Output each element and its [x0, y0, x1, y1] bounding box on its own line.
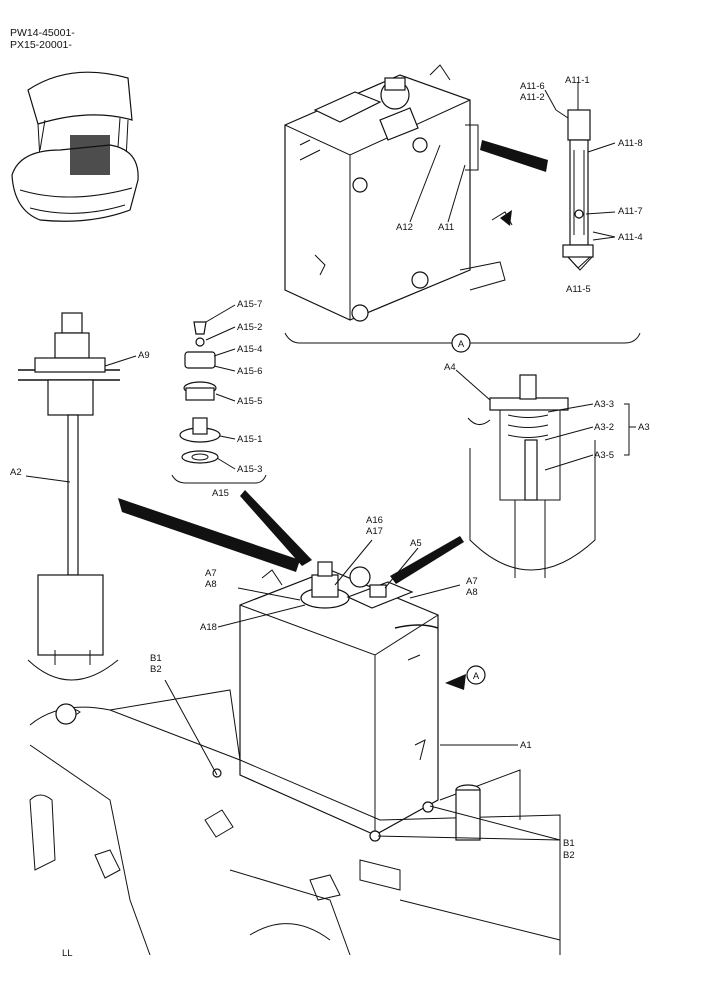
tank-top-view — [284, 64, 548, 322]
view-a-circle-top — [451, 333, 471, 353]
label-a3-5: A3-5 — [594, 450, 614, 461]
label-a7-left: A7 — [205, 568, 217, 579]
label-a15-4: A15-4 — [237, 344, 262, 355]
label-a9: A9 — [138, 350, 150, 361]
label-a18: A18 — [200, 622, 217, 633]
label-a7-right: A7 — [466, 576, 478, 587]
label-a15-7: A15-7 — [237, 299, 262, 310]
view-a-circle-side — [466, 665, 486, 685]
level-gauge-a11 — [555, 109, 594, 271]
model-code-1: PW14-45001- — [10, 27, 75, 39]
callout-labels: A11-6 A11-2 A11-1 A11-8 A11-7 A11-4 A11-… — [10, 75, 650, 861]
label-a11-8: A11-8 — [618, 138, 643, 149]
pointer-arrow-1 — [118, 498, 300, 572]
label-a5: A5 — [410, 538, 422, 549]
label-a3: A3 — [638, 422, 650, 433]
label-a2: A2 — [10, 467, 22, 478]
label-a11-1: A11-1 — [565, 75, 590, 86]
label-a8-left: A8 — [205, 579, 217, 590]
pointer-arrow-2 — [240, 490, 312, 566]
filler-pipe-assembly — [18, 312, 120, 681]
footer-mark: LL — [62, 948, 73, 959]
label-a3-3: A3-3 — [594, 399, 614, 410]
label-a11-4: A11-4 — [618, 232, 643, 243]
cap-parts-a15 — [171, 321, 267, 484]
label-a4: A4 — [444, 362, 456, 373]
label-a15: A15 — [212, 488, 229, 499]
label-a1: A1 — [520, 740, 532, 751]
chassis-frame — [29, 689, 561, 956]
machine-thumbnail — [11, 71, 139, 222]
leader-lines — [25, 82, 636, 841]
main-tank-a1 — [239, 561, 439, 836]
view-a-marker-side: A — [473, 671, 480, 682]
view-a-marker-top: A — [458, 339, 465, 350]
label-b2-top: B2 — [150, 664, 162, 675]
label-a15-5: A15-5 — [237, 396, 262, 407]
label-a11: A11 — [438, 222, 454, 233]
label-a12: A12 — [396, 222, 413, 233]
label-b1-top: B1 — [150, 653, 162, 664]
label-a17: A17 — [366, 526, 383, 537]
label-b2-bottom: B2 — [563, 850, 575, 861]
model-code-2: PX15-20001- — [10, 39, 72, 51]
label-a15-6: A15-6 — [237, 366, 262, 377]
label-a11-2: A11-2 — [520, 92, 545, 103]
label-a8-right: A8 — [466, 587, 478, 598]
label-b1-bottom: B1 — [563, 838, 575, 849]
label-a11-7: A11-7 — [618, 206, 643, 217]
pointer-arrow-3 — [390, 536, 464, 584]
label-a15-2: A15-2 — [237, 322, 262, 333]
label-a3-2: A3-2 — [594, 422, 614, 433]
view-a-arrow — [445, 674, 466, 690]
label-a11-5: A11-5 — [566, 284, 591, 295]
label-a16: A16 — [366, 515, 383, 526]
label-a15-3: A15-3 — [237, 464, 262, 475]
label-a11-6: A11-6 — [520, 81, 545, 92]
label-a15-1: A15-1 — [237, 434, 262, 445]
sender-unit-a3 — [467, 374, 596, 578]
